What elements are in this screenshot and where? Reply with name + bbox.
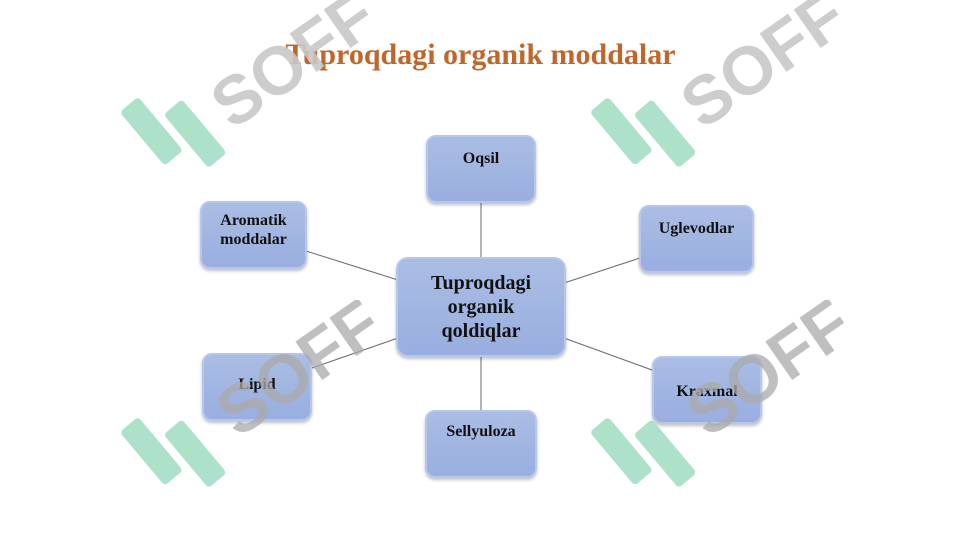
soff-logo-icon	[121, 418, 226, 487]
watermark-text: SOFF	[197, 0, 389, 143]
center-node-label: Tuproqdagi organik qoldiqlar	[430, 272, 532, 342]
soff-logo-icon	[591, 98, 696, 167]
node-aromatik: Aromatik moddalar	[200, 201, 307, 269]
connector-uglevodlar	[563, 257, 641, 284]
watermark-bottom-left: SOFF	[121, 300, 390, 487]
node-oqsil-label: Oqsil	[462, 150, 500, 168]
diagram-title: Tuproqdagi organik moddalar	[285, 38, 676, 71]
watermark-bottom-right: SOFF	[591, 300, 860, 487]
watermark-top-left: SOFF	[121, 0, 389, 167]
watermark-text: SOFF	[673, 300, 860, 451]
center-node: Tuproqdagi organik qoldiqlar	[396, 257, 566, 357]
node-sellyuloza-label: Sellyuloza	[446, 423, 516, 441]
node-oqsil: Oqsil	[426, 135, 536, 203]
watermark-top-right: SOFF	[591, 0, 859, 167]
soff-logo-icon	[121, 98, 226, 167]
node-sellyuloza: Sellyuloza	[425, 410, 537, 478]
watermark-text: SOFF	[667, 0, 859, 143]
connector-kraxmal	[563, 337, 653, 371]
node-aromatik-label: Aromatik moddalar	[220, 211, 287, 248]
watermark-text: SOFF	[203, 300, 390, 451]
node-kraxmal-label: Kraxmal	[676, 383, 738, 401]
node-uglevodlar: Uglevodlar	[639, 205, 754, 273]
connector-aromatik	[305, 250, 399, 281]
connector-lipid	[311, 337, 399, 369]
node-kraxmal: Kraxmal	[652, 356, 762, 424]
node-uglevodlar-label: Uglevodlar	[658, 220, 735, 238]
node-lipid-label: Lipid	[238, 376, 276, 394]
node-lipid: Lipid	[202, 353, 312, 421]
soff-logo-icon	[591, 418, 696, 487]
